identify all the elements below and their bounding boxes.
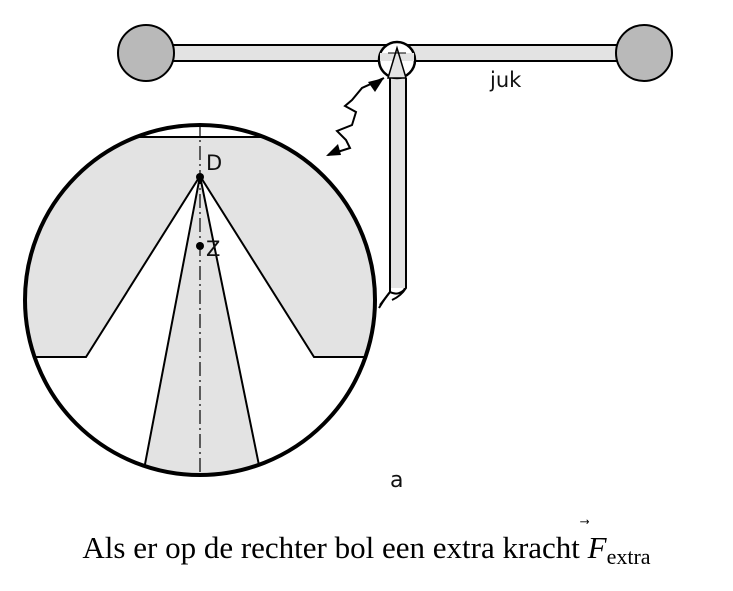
label-juk: juk: [489, 68, 522, 92]
force-symbol: ⃗F: [587, 530, 607, 565]
force-subscript: extra: [606, 544, 651, 569]
figure-label-a: a: [390, 468, 403, 493]
label-D: D: [206, 151, 222, 175]
point-D: [196, 173, 204, 181]
zoom-connector: [327, 77, 385, 156]
right-ball: [615, 24, 673, 82]
left-ball: [117, 24, 175, 82]
connector-arrow-head: [368, 78, 384, 92]
caption: Als er op de rechter bol een extra krach…: [0, 528, 733, 586]
caption-text: Als er op de rechter bol een extra krach…: [82, 530, 580, 565]
label-Z: Z: [206, 237, 220, 261]
zoom-circle: [23, 123, 377, 477]
point-Z: [196, 242, 204, 250]
pivot-wedge: [386, 45, 408, 79]
pointer-wedge: [140, 175, 264, 475]
pointer-stand-fill: [391, 78, 405, 288]
